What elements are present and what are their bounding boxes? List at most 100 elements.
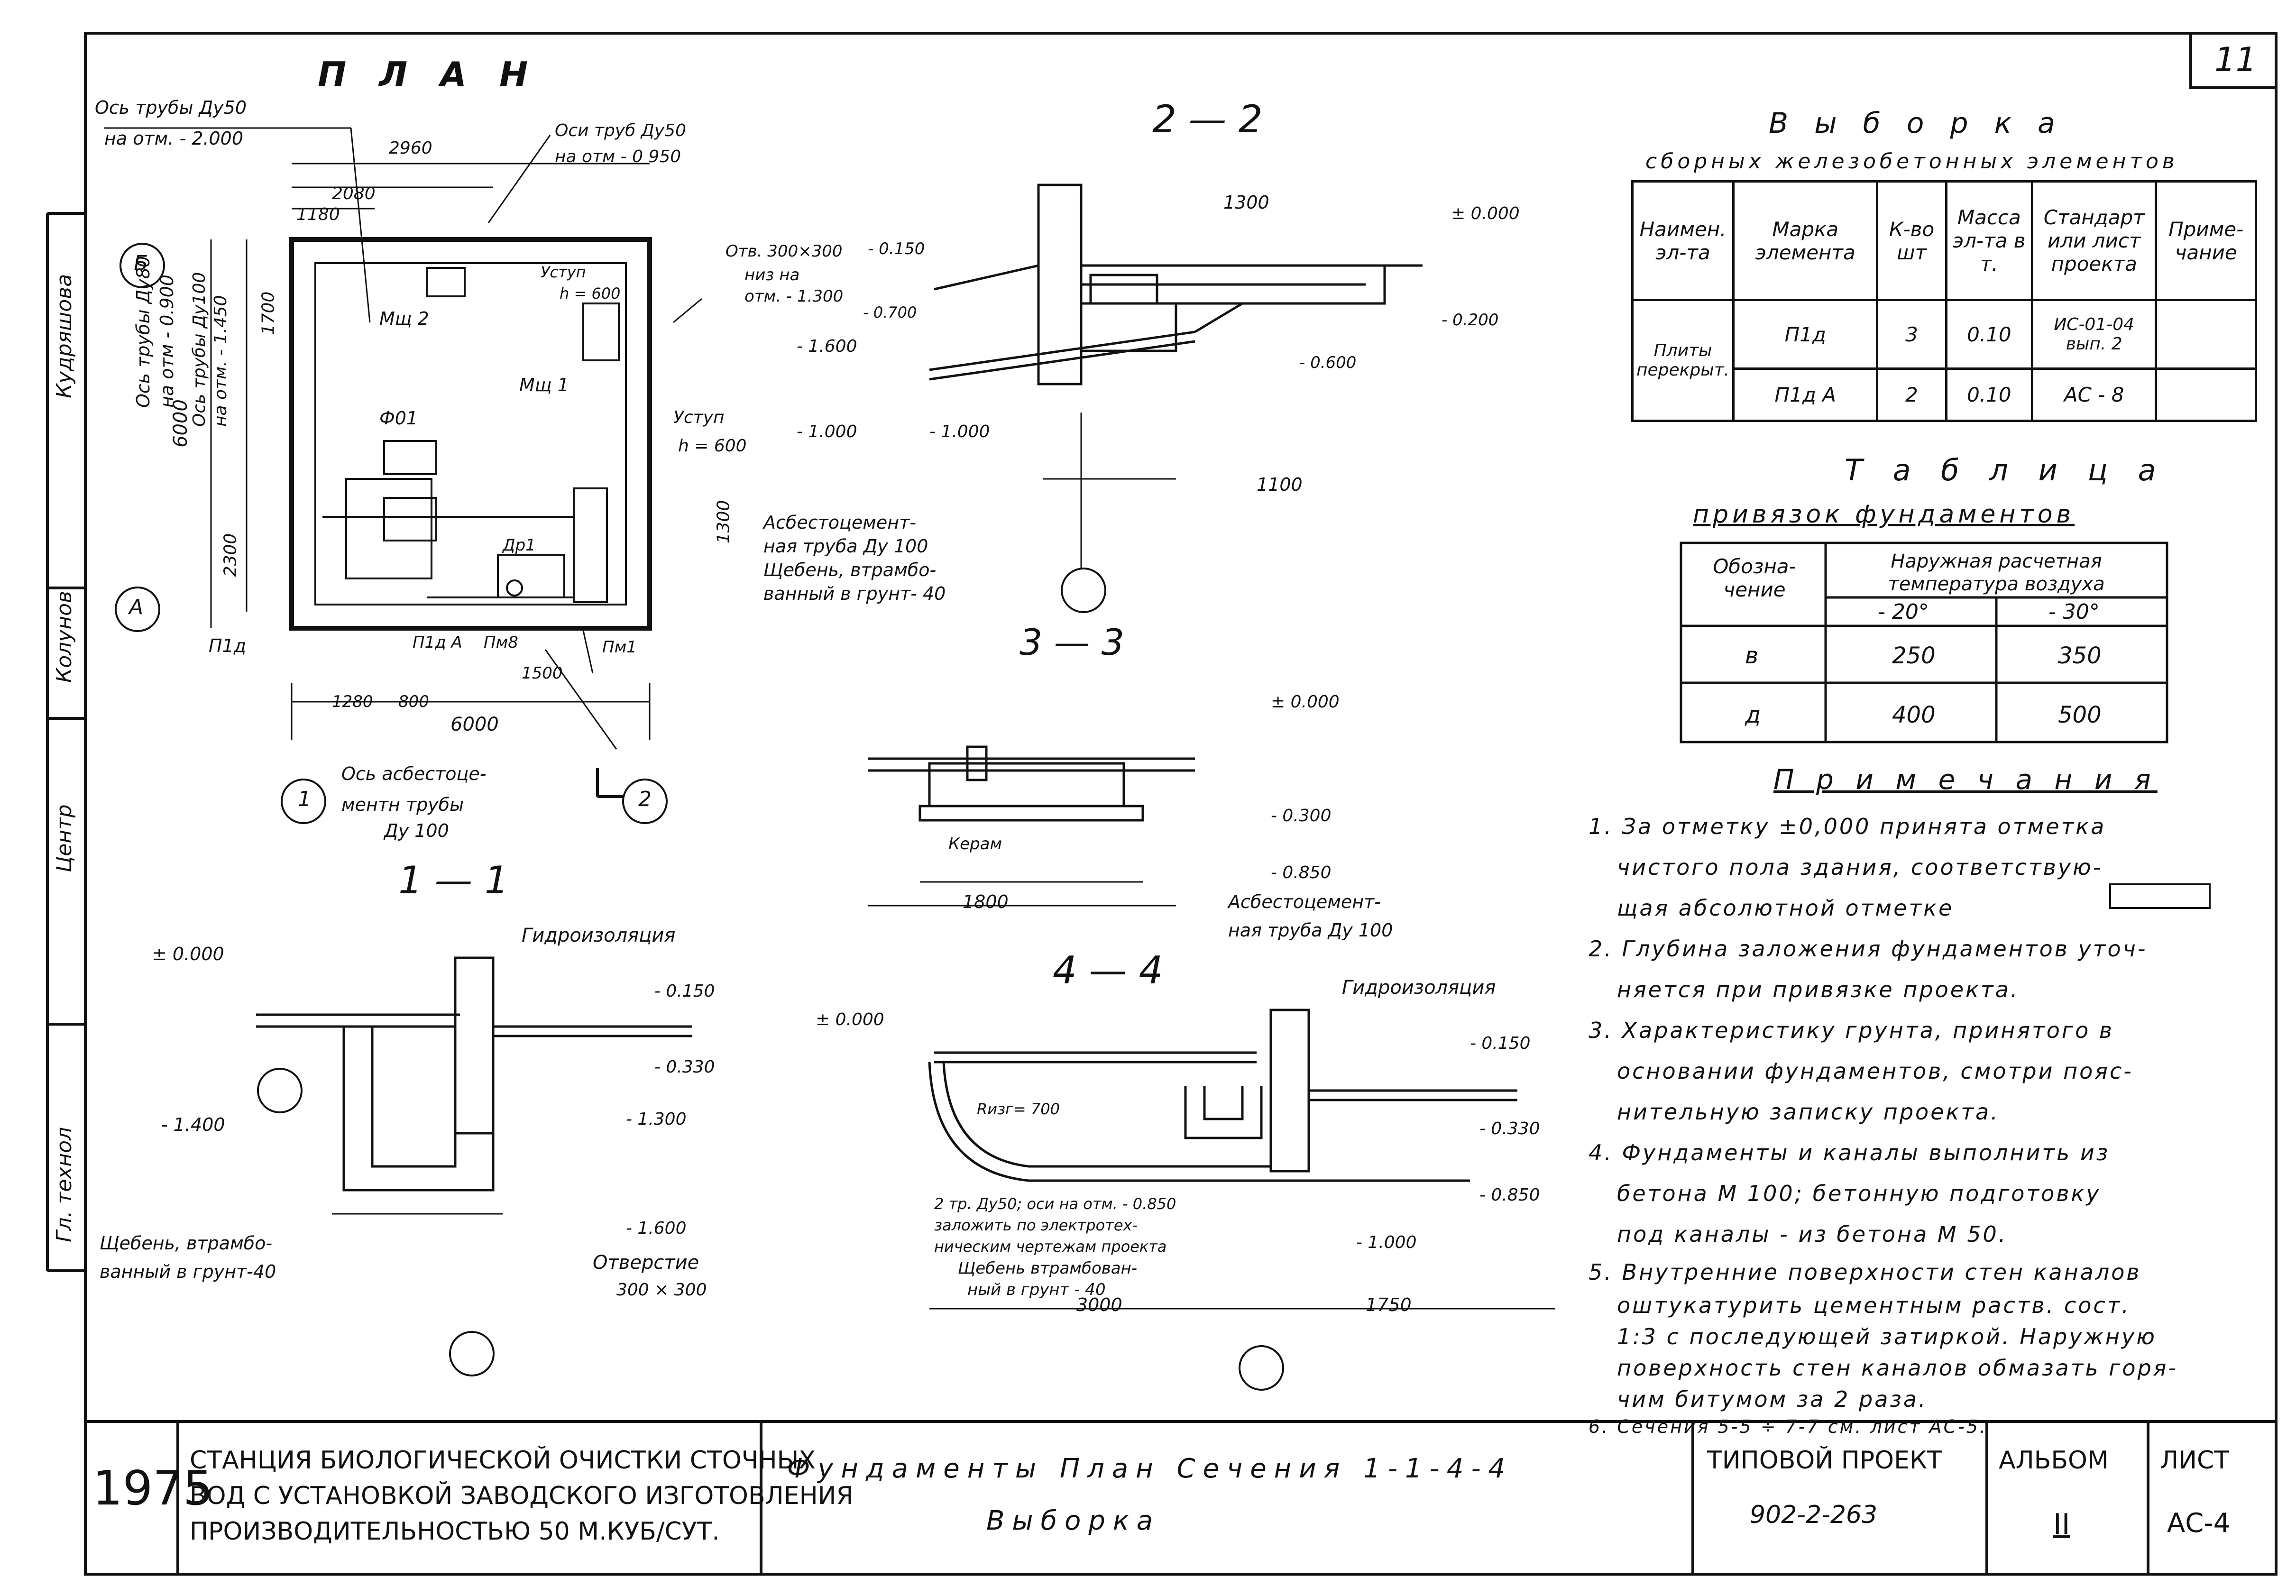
sheet-number: АС-4 bbox=[2167, 1508, 2231, 1539]
pipes-44-label-3: ническим чертежам проекта bbox=[934, 1238, 1167, 1256]
plan-dim-1700: 1700 bbox=[258, 291, 278, 335]
note-line: под каналы - из бетона М 50. bbox=[1617, 1221, 2008, 1247]
opening-11-size: 300 × 300 bbox=[616, 1280, 707, 1300]
mark-1600-11: - 1.600 bbox=[626, 1219, 687, 1238]
axis-2-marker bbox=[622, 779, 668, 824]
plan-dim-2960: 2960 bbox=[389, 138, 432, 158]
element-msh1: Мщ 1 bbox=[519, 375, 569, 395]
gravel-11-label-2: ванный в грунт-40 bbox=[100, 1261, 276, 1282]
section-3-3-drawing bbox=[868, 745, 1195, 907]
note-line: поверхность стен каналов обмазать горя- bbox=[1617, 1355, 2178, 1381]
mark-0150-11: - 0.150 bbox=[654, 981, 715, 1001]
note-line: 1:3 с последующей затиркой. Наружную bbox=[1617, 1324, 2157, 1349]
axis-b-marker bbox=[119, 243, 165, 288]
plan-title: П Л А Н bbox=[318, 55, 539, 94]
dim-1100-22: 1100 bbox=[1257, 474, 1303, 495]
sheet-number-corner: 11 bbox=[2214, 40, 2257, 79]
title-org-line3: ПРОИЗВОДИТЕЛЬНОСТЬЮ 50 М.КУБ/СУТ. bbox=[190, 1517, 720, 1546]
sel-row2-qty: 2 bbox=[1876, 367, 1947, 422]
ledge-1-label: Уступ bbox=[541, 263, 586, 281]
foundation-t2: - 30° bbox=[2048, 600, 2100, 624]
section-1-1-title: 1 — 1 bbox=[398, 858, 509, 902]
foundation-row1-v2: 350 bbox=[2058, 642, 2102, 669]
note-line: няется при привязке проекта. bbox=[1617, 977, 2020, 1002]
opening-11-label: Отверстие bbox=[593, 1252, 699, 1274]
foundation-table-grid bbox=[1680, 541, 2168, 743]
note-line: бетона М 100; бетонную подготовку bbox=[1617, 1181, 2101, 1206]
section-4-4-drawing bbox=[928, 1009, 1555, 1310]
side-stamp-3: Центр bbox=[52, 804, 76, 872]
sel-row2-mass: 0.10 bbox=[1945, 367, 2034, 422]
sel-header-std: Стандарт или лист проекта bbox=[2031, 180, 2158, 301]
dim-1750-44: 1750 bbox=[1366, 1294, 1412, 1315]
note-line: 2. Глубина заложения фундаментов уточ- bbox=[1589, 936, 2148, 962]
note-line: 3. Характеристику грунта, принятого в bbox=[1589, 1018, 2114, 1043]
mark-0850-44: - 0.850 bbox=[1479, 1185, 1540, 1205]
sel-row2-std: АС - 8 bbox=[2031, 367, 2158, 422]
mark-0000-44: ± 0.000 bbox=[816, 1010, 884, 1029]
absolute-mark-box bbox=[2109, 883, 2211, 909]
sel-row1-qty: 3 bbox=[1876, 299, 1947, 370]
sel-group: Плиты перекрыт. bbox=[1631, 299, 1735, 422]
mark-0330-44: - 0.330 bbox=[1479, 1119, 1540, 1138]
keram-label: Керам bbox=[948, 835, 1002, 853]
asbestos-axis-label: Ось асбестоце- bbox=[341, 763, 487, 784]
axis-b-marker-44 bbox=[1239, 1345, 1284, 1391]
gravel-44-label-2: ный в грунт - 40 bbox=[967, 1280, 1106, 1299]
sel-header-qty: К-во шт bbox=[1876, 180, 1947, 301]
plan-drawing bbox=[104, 127, 702, 798]
gravel-44-label: Щебень втрамбован- bbox=[958, 1259, 1138, 1278]
sel-header-name: Наимен. эл-та bbox=[1631, 180, 1735, 301]
mark-0000-33: ± 0.000 bbox=[1271, 692, 1340, 712]
mark-1400-11: - 1.400 bbox=[161, 1114, 225, 1135]
asbestos-axis-label-2: ментн трубы bbox=[341, 794, 464, 815]
asbestos-33-label: Асбестоцемент- bbox=[1228, 891, 1381, 912]
mark-0300-33: - 0.300 bbox=[1271, 806, 1332, 826]
gravel-label-2: ванный в грунт- 40 bbox=[763, 583, 946, 604]
note-line: 5. Внутренние поверхности стен каналов bbox=[1589, 1259, 2141, 1285]
opening-label: Отв. 300×300 bbox=[726, 242, 843, 261]
selection-subtitle: сборных железобетонных элементов bbox=[1645, 149, 2178, 174]
mark-1600-22: - 1.600 bbox=[797, 337, 857, 356]
waterproofing-11-label: Гидроизоляция bbox=[522, 925, 676, 946]
note-line: 6. Сечения 5-5 ÷ 7-7 см. лист АС-5. bbox=[1589, 1416, 1988, 1437]
section-2-2-title: 2 — 2 bbox=[1152, 97, 1263, 141]
foundation-t1: - 20° bbox=[1878, 600, 1929, 624]
side-stamp-2: Колунов bbox=[52, 591, 76, 683]
detail-callout bbox=[257, 1068, 303, 1113]
mark-1000-22: - 1.000 bbox=[929, 422, 990, 441]
sel-header-note: Приме-чание bbox=[2155, 180, 2257, 301]
pipe-80-label: Ось трубы Ду80 bbox=[133, 256, 154, 408]
mark-0700-22: - 0.700 bbox=[863, 303, 917, 321]
ledge-1-height: h = 600 bbox=[560, 284, 621, 303]
note-line: чим битумом за 2 раза. bbox=[1617, 1386, 1928, 1412]
dim-3000-44: 3000 bbox=[1076, 1294, 1122, 1315]
section-4-4-title: 4 — 4 bbox=[1053, 948, 1163, 992]
sel-row1-note bbox=[2155, 299, 2257, 370]
axis-2-marker-11 bbox=[449, 1331, 495, 1376]
pipe-100-label: Ось трубы Ду100 bbox=[190, 272, 209, 427]
note-line: нительную записку проекта. bbox=[1617, 1099, 2000, 1125]
opening-mark: отм. - 1.300 bbox=[744, 287, 844, 306]
section-1-1-drawing bbox=[256, 956, 692, 1215]
plan-dim-2080: 2080 bbox=[332, 184, 376, 203]
axis-2-label: 2 bbox=[638, 787, 652, 811]
sel-header-mass: Масса эл-та в т. bbox=[1945, 180, 2034, 301]
asbestos-33-label-2: ная труба Ду 100 bbox=[1228, 920, 1393, 941]
foundation-col2: Наружная расчетная температура воздуха bbox=[1888, 550, 2105, 595]
selection-table: Наимен. эл-та Марка элемента К-во шт Мас… bbox=[1631, 180, 2257, 422]
mark-1000-44: - 1.000 bbox=[1356, 1233, 1417, 1252]
sel-row2-mark: П1д А bbox=[1732, 367, 1879, 422]
pipe-axes-50-label: Оси труб Ду50 bbox=[555, 121, 686, 140]
bend-radius-label: Rизг= 700 bbox=[977, 1100, 1060, 1118]
ledge-2-height: h = 600 bbox=[678, 436, 747, 456]
opening-bottom: низ на bbox=[744, 266, 800, 284]
notes-title: П р и м е ч а н и я bbox=[1773, 763, 2158, 796]
title-year: 1975 bbox=[92, 1460, 213, 1516]
foundation-row1-name: в bbox=[1745, 642, 1759, 669]
gravel-label: Щебень, втрамбо- bbox=[763, 560, 937, 580]
selection-title: В ы б о р к а bbox=[1769, 107, 2064, 140]
foundation-row2-v1: 400 bbox=[1892, 702, 1936, 728]
foundation-row2-v2: 500 bbox=[2058, 702, 2102, 728]
